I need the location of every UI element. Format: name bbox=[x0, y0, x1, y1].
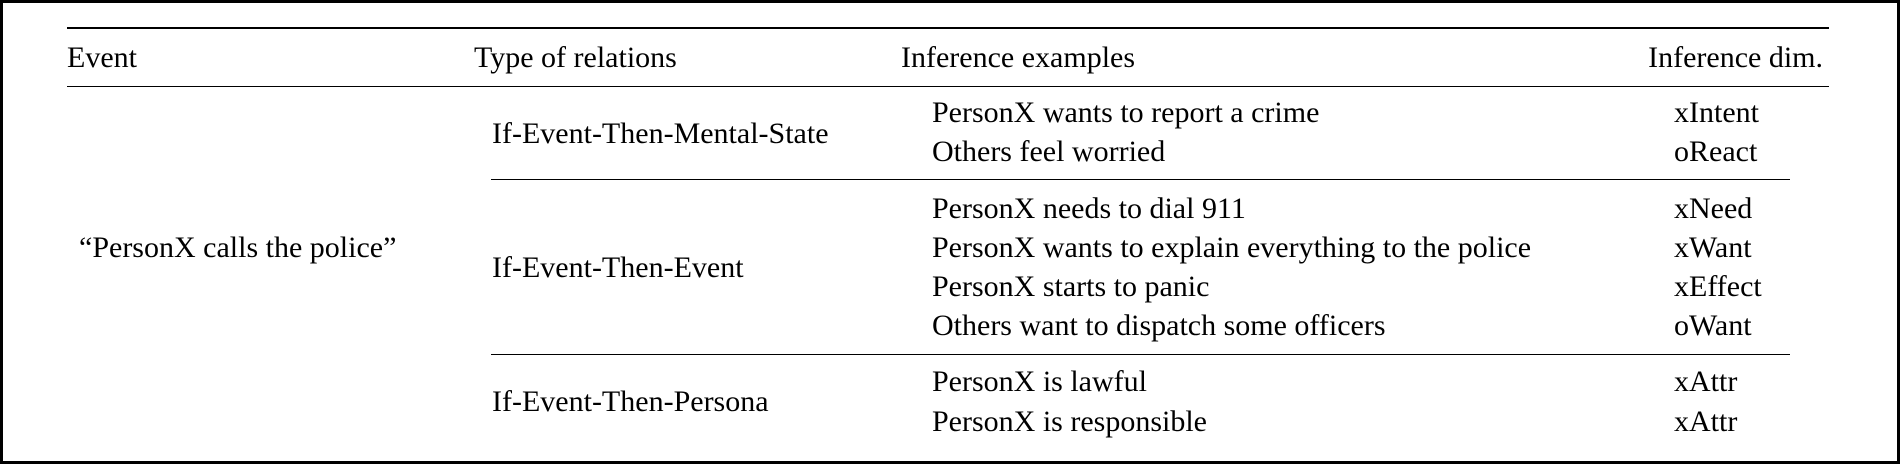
relation-type-event: If-Event-Then-Event bbox=[492, 251, 744, 284]
example-row: Others feel worried bbox=[932, 135, 1166, 168]
event-cell: “PersonX calls the police” bbox=[79, 231, 397, 264]
dim-cell: xAttr bbox=[1674, 365, 1738, 398]
group-divider-2 bbox=[491, 354, 1790, 355]
relation-type-persona: If-Event-Then-Persona bbox=[492, 385, 769, 418]
header-inference-examples: Inference examples bbox=[901, 41, 1136, 74]
example-row: PersonX is responsible bbox=[932, 405, 1207, 438]
group-divider-1 bbox=[491, 179, 1790, 180]
dim-cell: xWant bbox=[1674, 231, 1752, 264]
header-type-of-relations: Type of relations bbox=[474, 41, 677, 74]
dim-cell: oReact bbox=[1674, 135, 1758, 168]
relation-type-mental-state: If-Event-Then-Mental-State bbox=[492, 117, 829, 150]
example-row: PersonX wants to report a crime bbox=[932, 96, 1320, 129]
dim-cell: oWant bbox=[1674, 309, 1752, 342]
header-event: Event bbox=[67, 41, 137, 74]
dim-cell: xNeed bbox=[1674, 192, 1753, 225]
dim-cell: xIntent bbox=[1674, 96, 1759, 129]
example-row: PersonX needs to dial 911 bbox=[932, 192, 1246, 225]
example-row: PersonX wants to explain everything to t… bbox=[932, 231, 1532, 264]
example-row: Others want to dispatch some officers bbox=[932, 309, 1386, 342]
dim-cell: xEffect bbox=[1674, 270, 1762, 303]
header-inference-dim: Inference dim. bbox=[1648, 41, 1823, 74]
header-rule bbox=[67, 86, 1829, 87]
top-rule bbox=[67, 27, 1829, 29]
dim-cell: xAttr bbox=[1674, 405, 1738, 438]
example-row: PersonX starts to panic bbox=[932, 270, 1210, 303]
example-row: PersonX is lawful bbox=[932, 365, 1147, 398]
